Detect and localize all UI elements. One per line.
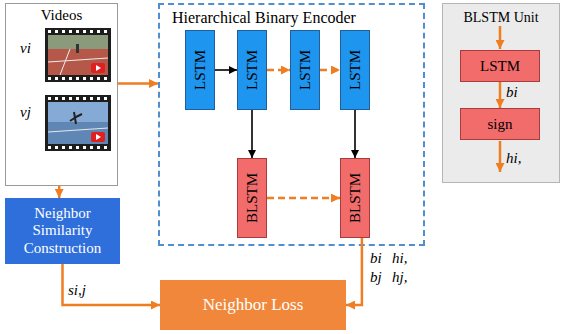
connector-arrow xyxy=(118,82,158,85)
connector-arrow xyxy=(346,238,362,305)
lstm-box: LSTM xyxy=(460,50,540,82)
group-title: BLSTM Unit xyxy=(443,10,559,26)
connector-arrow xyxy=(63,264,161,305)
symbol-label: bi xyxy=(370,250,382,267)
box-label: sign xyxy=(487,116,512,133)
encoder-group: Hierarchical Binary EncoderLSTM LSTM LSTM L… xyxy=(158,3,425,246)
box-label: LSTM xyxy=(244,50,261,90)
box-label: LSTM xyxy=(347,50,364,90)
lstm-cell: LSTM xyxy=(185,30,215,110)
symbol-label: bj xyxy=(370,269,382,286)
lstm-cell: LSTM xyxy=(290,30,320,110)
group-title: Hierarchical Binary Encoder xyxy=(172,9,356,27)
connector-arrow xyxy=(251,110,253,158)
process-box: Neighbor Similarity Construction xyxy=(5,198,120,264)
box-label: LSTM xyxy=(297,50,314,90)
connector-arrow xyxy=(215,69,237,71)
connector-arrow xyxy=(267,197,340,200)
lstm-cell: LSTM xyxy=(340,30,370,110)
video-thumbnail xyxy=(45,95,111,151)
lstm-cell: LSTM xyxy=(237,30,267,110)
symbol-label: hi, xyxy=(506,150,521,167)
box-label: BLSTM xyxy=(244,173,261,223)
connector-arrow xyxy=(320,69,340,72)
blstm-cell: BLSTM xyxy=(237,158,267,238)
symbol-label: vj xyxy=(20,104,31,121)
group-title: Videos xyxy=(6,7,117,24)
box-label: Neighbor Similarity Construction xyxy=(9,205,116,257)
edge-label: bi xyxy=(506,84,518,101)
box-label: BLSTM xyxy=(347,173,364,223)
blstm-cell: BLSTM xyxy=(340,158,370,238)
symbol-label: vi xyxy=(20,40,31,57)
input-arrow xyxy=(499,26,502,49)
box-label: LSTM xyxy=(192,50,209,90)
connector-arrow xyxy=(354,110,356,158)
output-arrow xyxy=(499,141,502,172)
symbol-label: hi, xyxy=(392,250,407,267)
video-thumbnail xyxy=(45,28,111,82)
connector-arrow xyxy=(499,82,502,108)
box-label: LSTM xyxy=(480,58,520,75)
box-label: Neighbor Loss xyxy=(203,295,304,315)
connector-arrow xyxy=(267,69,290,72)
connector-arrow xyxy=(58,186,61,198)
edge-label: si,j xyxy=(68,282,86,299)
loss-box: Neighbor Loss xyxy=(160,280,346,330)
sign-box: sign xyxy=(460,108,540,140)
symbol-label: hj, xyxy=(392,269,407,286)
